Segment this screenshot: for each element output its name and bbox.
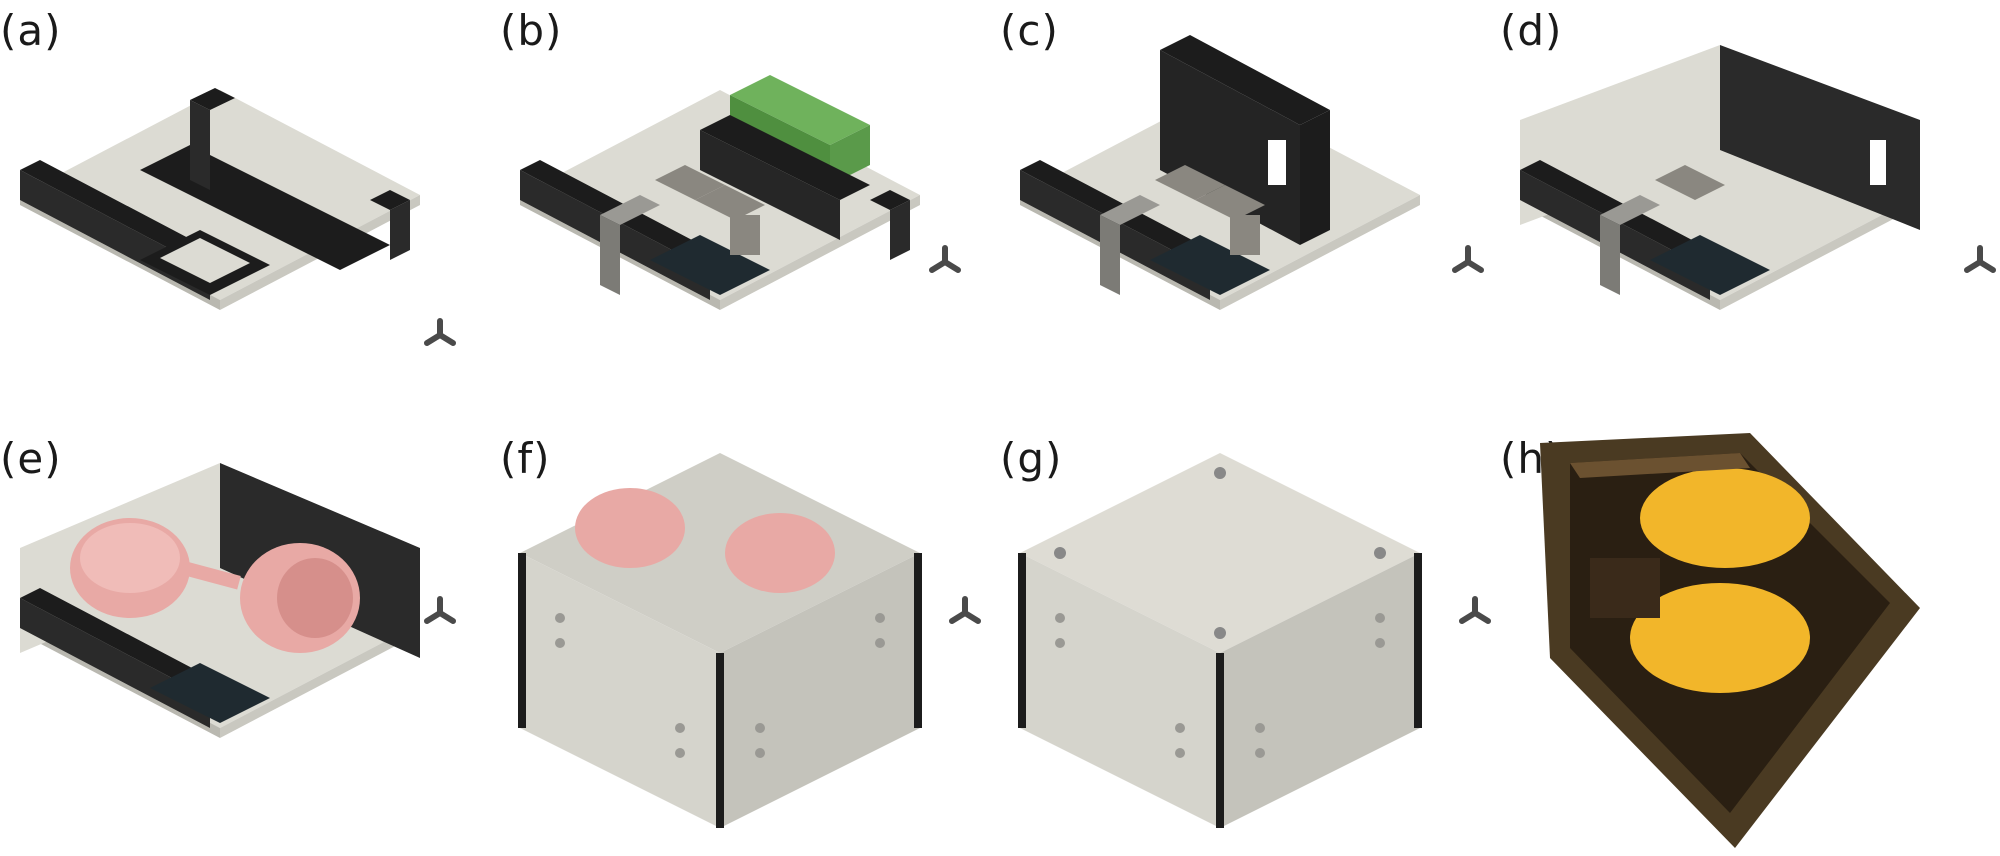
panel-label: (e) (0, 434, 62, 483)
assembly-step-c-illustration (1020, 35, 1420, 310)
panel-h: (h) (1500, 428, 2000, 856)
panel-label: (d) (1500, 6, 1563, 55)
axis-triad-icon (424, 596, 456, 624)
assembly-step-g-illustration (1018, 453, 1422, 828)
panel-c: (c) (1000, 0, 1500, 428)
panel-label: (a) (0, 6, 62, 55)
axis-triad-icon (1452, 245, 1484, 273)
panel-a: (a) (0, 0, 500, 428)
axis-triad-icon (929, 245, 961, 273)
panel-label: (g) (1000, 434, 1063, 483)
panel-e: (e) (0, 428, 500, 856)
axis-triad-icon (1964, 245, 1996, 273)
panel-label: (c) (1000, 6, 1059, 55)
panel-b: (b) (500, 0, 1000, 428)
panel-f: (f) (500, 428, 1000, 856)
axis-triad-icon (1459, 596, 1491, 624)
assembled-device-photo (1540, 433, 1920, 848)
assembly-step-a-illustration (20, 88, 420, 310)
assembly-step-f-illustration (518, 453, 922, 828)
axis-triad-icon (424, 318, 456, 346)
panel-g: (g) (1000, 428, 1500, 856)
panel-d: (d) (1500, 0, 2000, 428)
assembly-step-e-illustration (20, 463, 420, 738)
panel-label: (b) (500, 6, 563, 55)
panel-label: (f) (500, 434, 551, 483)
axis-triad-icon (949, 596, 981, 624)
assembly-step-b-illustration (520, 75, 920, 310)
assembly-step-d-illustration (1520, 45, 1920, 310)
